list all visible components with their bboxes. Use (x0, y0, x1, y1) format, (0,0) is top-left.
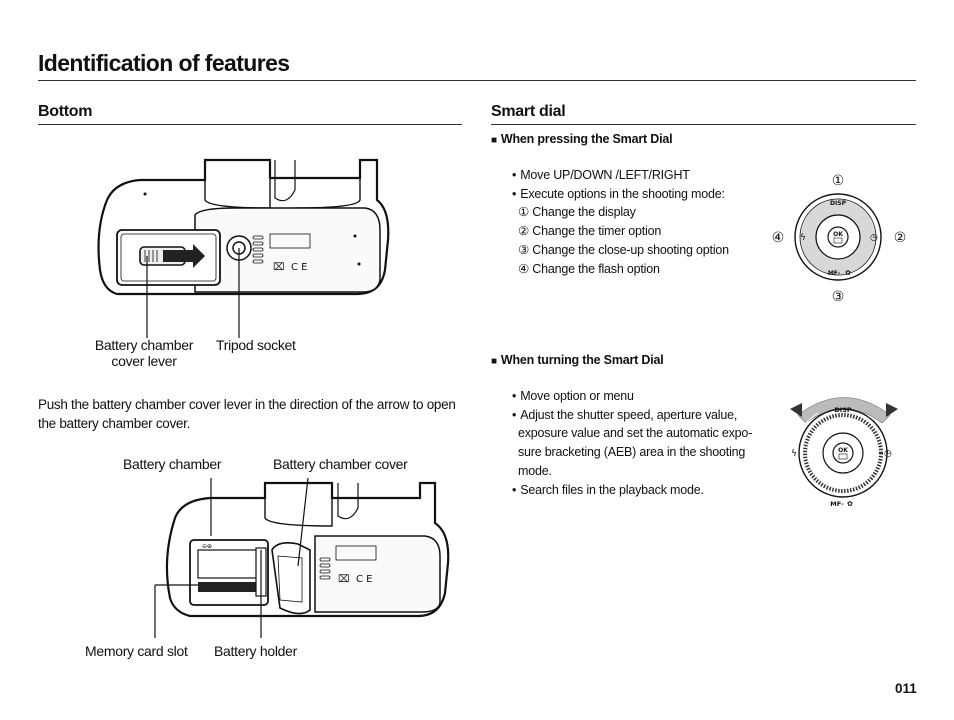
label-tripod-socket: Tripod socket (216, 337, 296, 353)
list-item: Adjust the shutter speed, aperture value… (512, 406, 774, 425)
list-item: Execute options in the shooting mode: (512, 185, 762, 204)
bottom-instruction: Push the battery chamber cover lever in … (38, 397, 456, 431)
dial-mark-3: ③ (832, 289, 845, 305)
label-battery-chamber-cover: Battery chamber cover (273, 456, 408, 472)
smart-dial-turn-illustration: OK DISP MF- ✿ ϟ ◷ (790, 397, 898, 508)
bottom-divider (38, 124, 462, 125)
dial-mark-4: ④ (772, 230, 785, 246)
macro-icon: ✿ (847, 500, 853, 508)
flash-icon: ϟ (791, 449, 797, 459)
list-item: Search files in the playback mode. (512, 481, 774, 500)
pressing-list: Move UP/DOWN /LEFT/RIGHT Execute options… (512, 166, 762, 278)
list-item: Move option or menu (512, 387, 774, 406)
list-item: Move UP/DOWN /LEFT/RIGHT (512, 166, 762, 185)
svg-text:C E: C E (356, 574, 372, 585)
list-item: ② Change the timer option (518, 224, 662, 239)
label-lever-line1: Battery chamber (94, 337, 194, 353)
list-item: exposure value and set the automatic exp… (518, 426, 753, 441)
turning-heading: ■When turning the Smart Dial (491, 353, 664, 367)
svg-text:C E: C E (291, 262, 307, 273)
dial-disp-label: DISP (834, 406, 851, 414)
dial-ok-label: OK (833, 231, 843, 238)
label-lever-line2: cover lever (111, 353, 177, 369)
camera-open-chamber-illustration: ⊖⊕ ⌧ C E (154, 477, 450, 638)
label-memory-card-slot: Memory card slot (85, 643, 188, 659)
camera-bottom-illustration: ⌧ C E (97, 158, 390, 338)
title-divider (38, 80, 916, 81)
smart-dial-heading: Smart dial (491, 103, 566, 120)
timer-icon: ◷ (870, 233, 878, 243)
flash-icon: ϟ (800, 233, 806, 243)
smart-dial-divider (491, 124, 916, 125)
list-item: ① Change the display (518, 205, 636, 220)
list-item: ③ Change the close-up shooting option (518, 242, 729, 257)
page-number: 011 (895, 681, 917, 696)
dial-disp-label: DISP (830, 200, 847, 207)
dial-mf-label: MF- (830, 500, 844, 508)
label-battery-chamber: Battery chamber (123, 456, 222, 472)
svg-text:⌧: ⌧ (273, 262, 285, 273)
dial-mf-label: MF- (828, 270, 841, 277)
turning-list: Move option or menu Adjust the shutter s… (512, 387, 774, 499)
turning-heading-text: When turning the Smart Dial (500, 353, 664, 367)
svg-text:⊖⊕: ⊖⊕ (202, 543, 212, 550)
square-bullet-icon: ■ (491, 135, 497, 146)
dial-mark-2: ② (894, 230, 907, 246)
label-battery-chamber-cover-lever: Battery chamber cover lever (80, 337, 208, 369)
list-item: mode. (518, 463, 552, 478)
page-title: Identification of features (38, 50, 290, 76)
pressing-heading: ■When pressing the Smart Dial (491, 132, 673, 146)
svg-text:⌧: ⌧ (338, 574, 350, 585)
list-item: sure bracketing (AEB) area in the shooti… (518, 445, 746, 460)
macro-icon: ✿ (845, 269, 851, 277)
label-battery-holder: Battery holder (214, 643, 297, 659)
bottom-heading: Bottom (38, 103, 93, 120)
dial-mark-1: ① (832, 173, 845, 189)
smart-dial-press-illustration: OK DISP MF- ✿ ϟ ◷ ① ② ③ ④ (772, 173, 907, 305)
pressing-heading-text: When pressing the Smart Dial (500, 132, 673, 146)
square-bullet-icon: ■ (491, 356, 497, 367)
timer-icon: ◷ (884, 449, 892, 459)
dial-ok-label: OK (838, 447, 848, 454)
list-item: ④ Change the flash option (518, 261, 660, 276)
